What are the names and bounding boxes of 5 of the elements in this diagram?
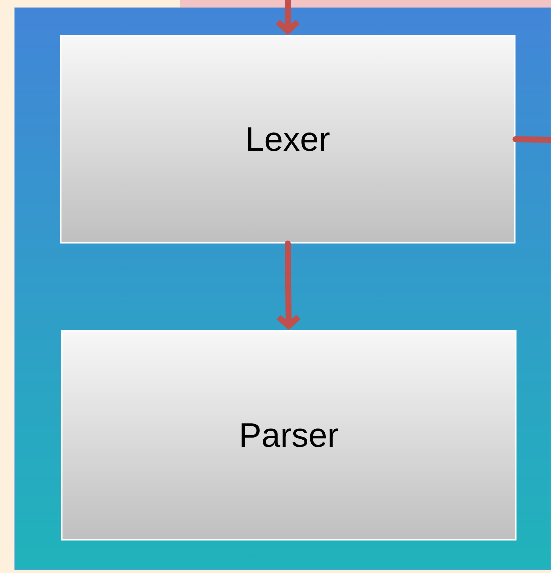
process-box: Lexer bbox=[60, 35, 516, 244]
arrow bbox=[276, 240, 301, 330]
arrow bbox=[276, 0, 300, 36]
process-box: Parser bbox=[61, 330, 517, 541]
panel-background bbox=[14, 8, 551, 570]
